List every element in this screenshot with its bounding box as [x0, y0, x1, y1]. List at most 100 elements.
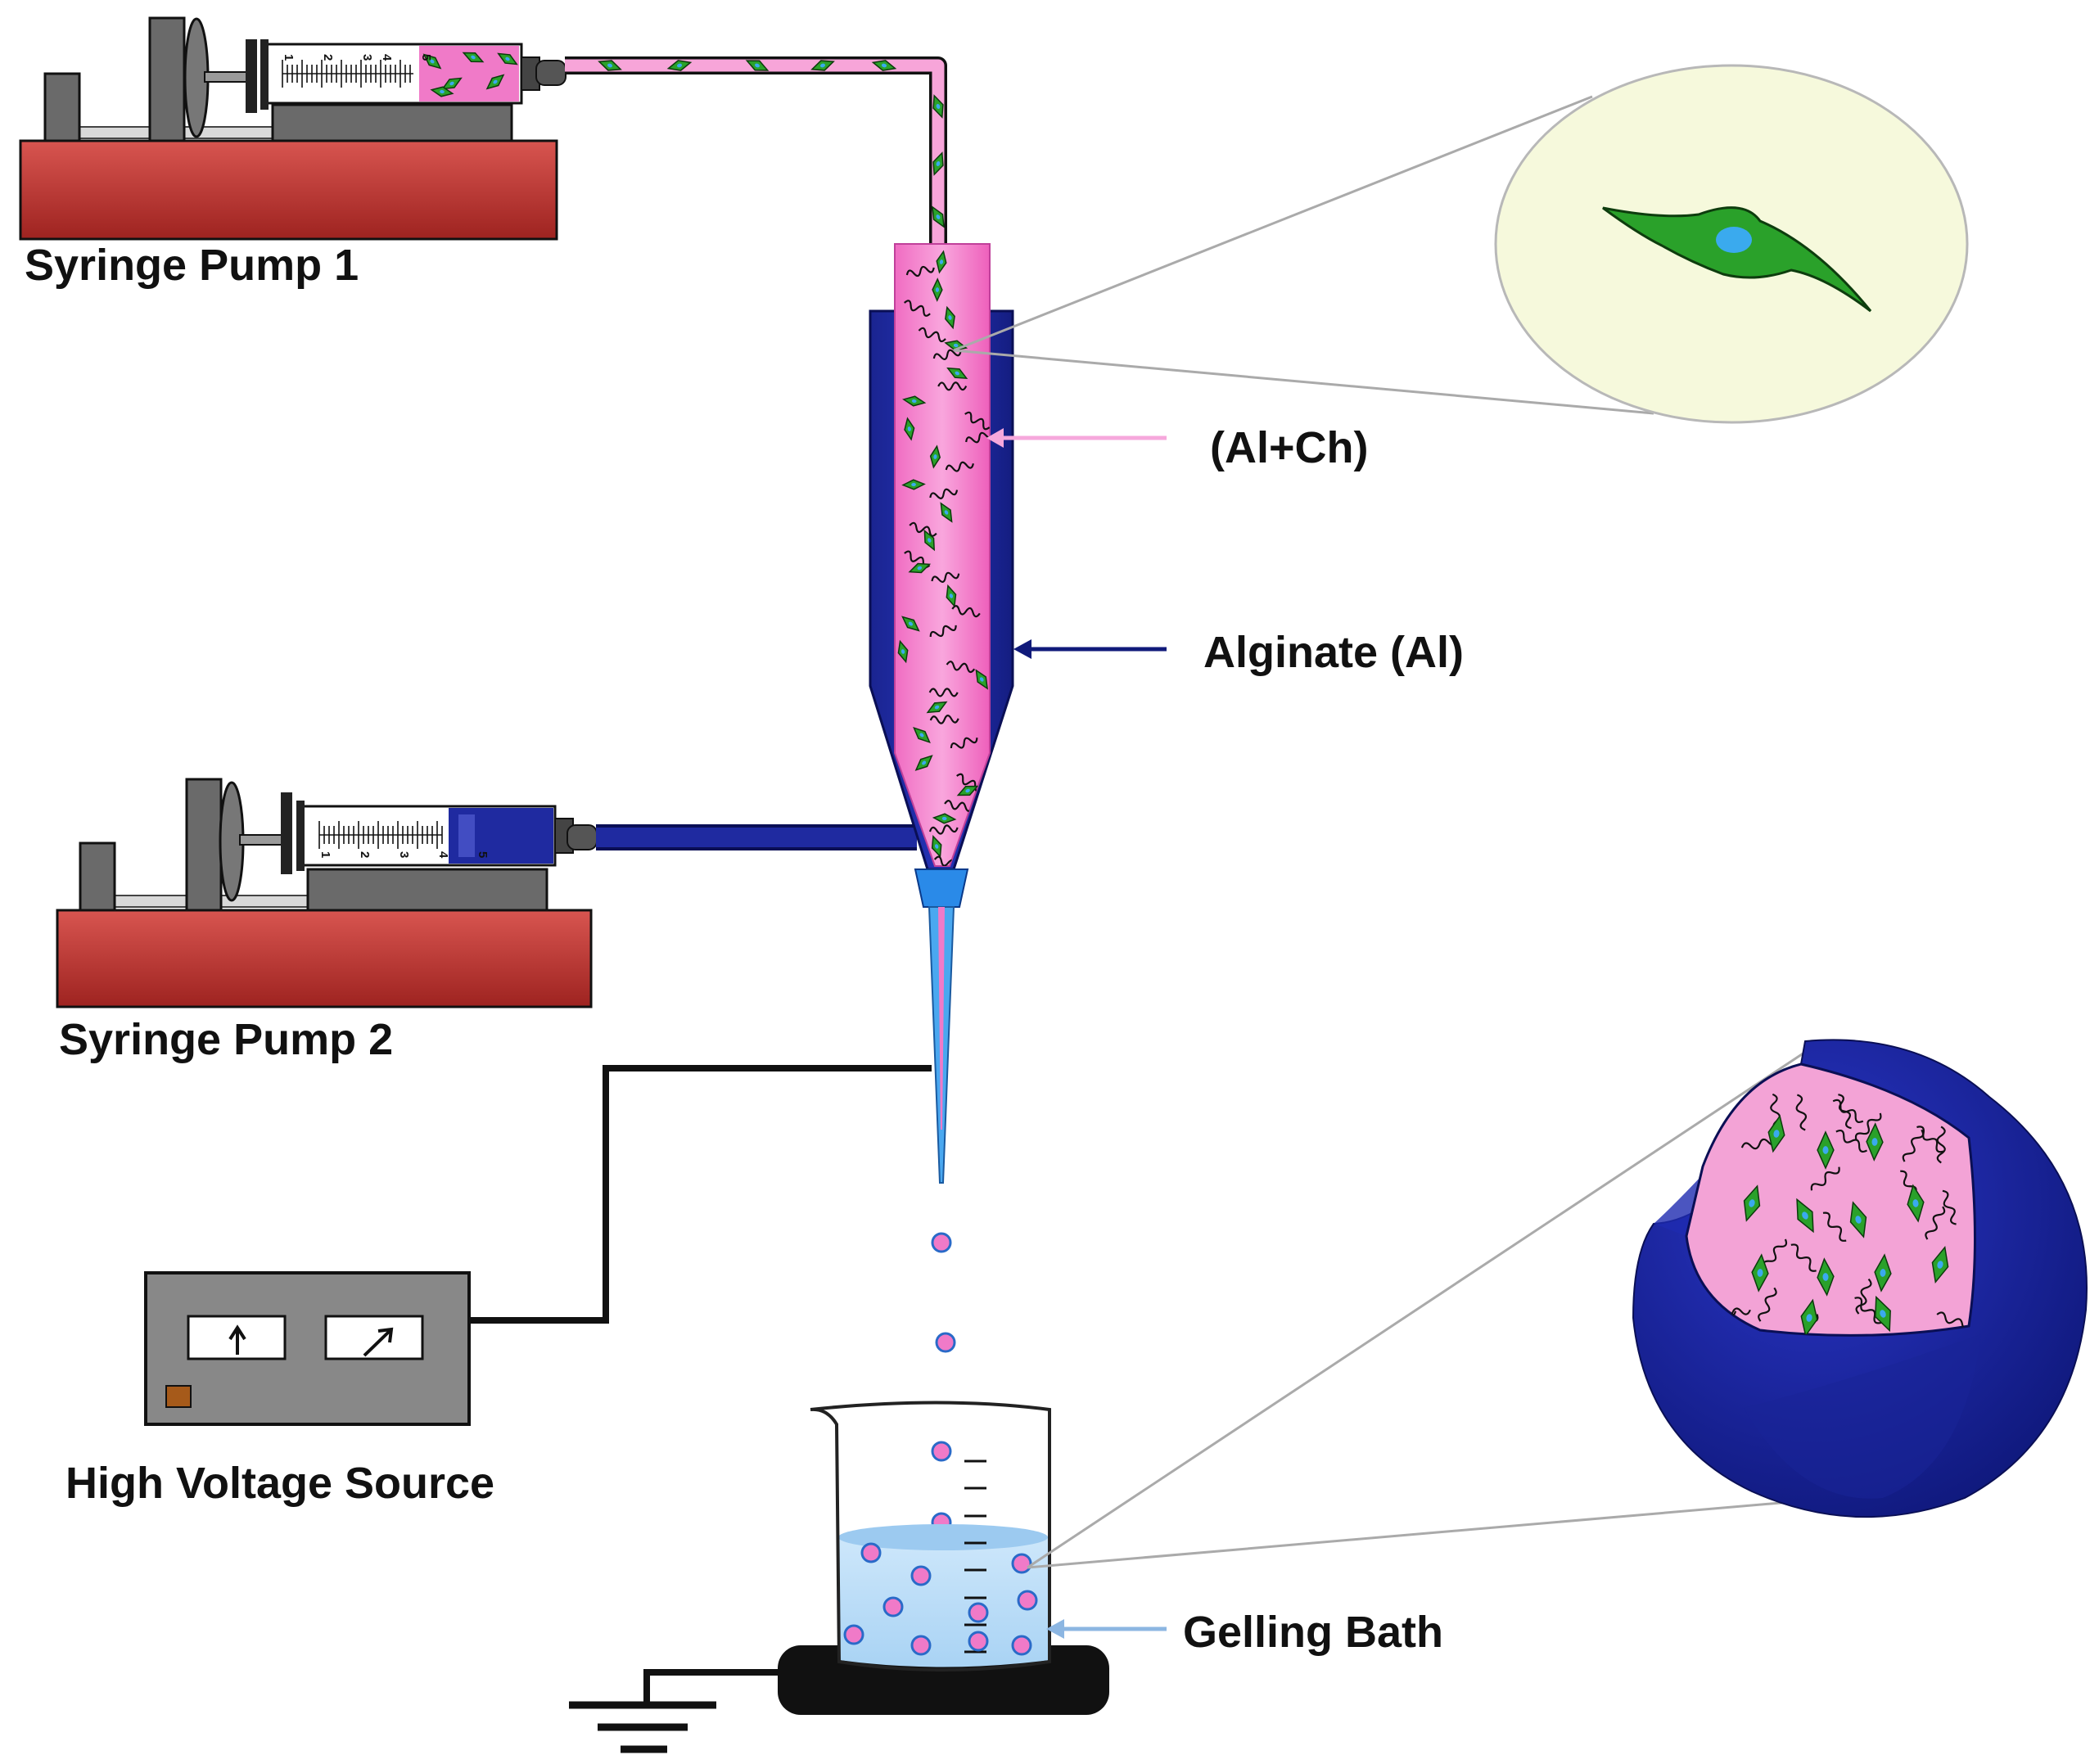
pump2-holder	[306, 868, 548, 912]
polymer-chain	[1916, 1126, 1944, 1153]
cell-icon	[871, 60, 897, 71]
cell-nucleus	[1822, 1146, 1829, 1154]
polymer-chain	[1854, 1112, 1882, 1141]
bead-core-cells	[1686, 1093, 1971, 1336]
polymer-chain	[918, 327, 946, 343]
core-cells-and-chains	[897, 250, 990, 866]
polymer-chain	[1758, 1287, 1777, 1322]
cell-icon	[902, 395, 927, 407]
cell-nucleus	[936, 104, 941, 109]
core-body	[894, 243, 991, 867]
falling-droplets	[931, 1232, 956, 1533]
polymer-chain	[928, 824, 959, 835]
cell-nucleus	[493, 79, 498, 84]
cell-nucleus	[911, 399, 917, 404]
cell-nucleus	[1757, 1269, 1763, 1277]
cell-nucleus	[935, 844, 939, 849]
syringe-pump-1	[19, 16, 567, 241]
core-pointer	[986, 428, 1167, 448]
cell-nucleus	[1822, 1273, 1829, 1281]
cell-nucleus	[1749, 1199, 1755, 1207]
cell-icon	[932, 205, 945, 228]
cell-icon	[940, 502, 953, 523]
pump1-base	[19, 139, 558, 241]
polymer-chain	[956, 773, 982, 792]
cell-zoom-lines	[953, 95, 1654, 415]
cell-nucleus	[936, 214, 941, 219]
cell-nucleus	[820, 63, 825, 68]
polymer-chain	[1790, 1243, 1817, 1272]
cell-nucleus	[907, 426, 911, 431]
cell-icon	[926, 701, 948, 714]
syringe-pump-2	[56, 778, 598, 1008]
pump2-scale-mark-4: 4	[436, 851, 450, 859]
droplet	[935, 1332, 956, 1353]
polymer-chain	[1854, 1297, 1882, 1324]
cell-icon	[913, 726, 931, 744]
bath-label: Gelling Bath	[1183, 1608, 1443, 1657]
gel-bead	[860, 1542, 882, 1563]
syringe-scale-numbers: 1 2 3 4 5 1 2 3 4 5	[282, 54, 490, 859]
cell-icon	[1874, 1253, 1892, 1293]
gel-bead	[1011, 1553, 1032, 1574]
cell-nucleus	[1773, 1130, 1780, 1138]
cell-icon	[932, 151, 944, 176]
polymer-chain	[1686, 1102, 1699, 1113]
cell-icon	[810, 60, 835, 71]
polymer-chain	[932, 349, 962, 360]
cell-icon	[901, 616, 920, 632]
coaxial-nozzle	[869, 243, 1014, 1184]
polymer-chain	[933, 855, 963, 866]
cell-nucleus	[1806, 1314, 1812, 1322]
cell-icon	[1875, 1295, 1891, 1333]
pump1-flange	[260, 39, 269, 110]
voltage-wire	[469, 1065, 932, 1324]
cell-icon	[1866, 1122, 1884, 1162]
polymer-chain	[944, 800, 973, 812]
tube-cells	[598, 60, 945, 228]
cell-icon	[897, 639, 909, 664]
polymer-chain	[1936, 1126, 1946, 1164]
bath-beads	[843, 1542, 1038, 1656]
cell-icon	[904, 417, 915, 441]
cell-nucleus	[953, 343, 959, 348]
core-label: (Al+Ch)	[1210, 423, 1368, 472]
cell-icon	[1817, 1257, 1835, 1297]
cell-icon	[929, 444, 941, 469]
cell-nucleus	[928, 538, 932, 543]
pump1-scale-mark-4: 4	[380, 54, 394, 61]
cell-icon	[422, 53, 442, 70]
gel-bead	[843, 1624, 864, 1645]
pump2-base	[56, 909, 593, 1008]
cell-nucleus	[1855, 1216, 1862, 1224]
cell-icon	[1743, 1184, 1761, 1222]
cell-icon	[923, 529, 936, 552]
bath-pointer	[1046, 1619, 1167, 1639]
cell-icon	[1907, 1184, 1925, 1223]
pump1-scale-mark-2: 2	[321, 54, 335, 61]
cell-nucleus	[1912, 1199, 1919, 1207]
pump1-scale-mark-5: 5	[419, 54, 433, 61]
polymer-chain	[931, 571, 960, 583]
polymer-chain	[929, 715, 959, 724]
cell-nucleus	[941, 816, 947, 821]
bath-liquid	[839, 1531, 1050, 1667]
pump2-scale-mark-1: 1	[318, 851, 332, 858]
needle-adapter	[914, 868, 969, 908]
polymer-chain	[1810, 1166, 1840, 1191]
cell-icon	[914, 755, 933, 771]
polymer-chain	[1942, 1189, 1957, 1225]
cell-nucleus	[1802, 1211, 1808, 1220]
cell-icon	[497, 52, 518, 65]
bath-surface	[838, 1524, 1048, 1550]
polymer-chain	[937, 381, 968, 391]
cell-nucleus	[676, 63, 683, 68]
cell-icon	[1931, 1245, 1949, 1284]
core-feed-tube	[565, 56, 947, 246]
pump2-scale	[318, 821, 443, 849]
polymer-chain	[928, 688, 959, 697]
polymer-chain	[909, 521, 937, 537]
pump1-scale	[282, 60, 413, 88]
pump2-flange	[296, 801, 305, 871]
pump1-thumb	[246, 39, 257, 113]
